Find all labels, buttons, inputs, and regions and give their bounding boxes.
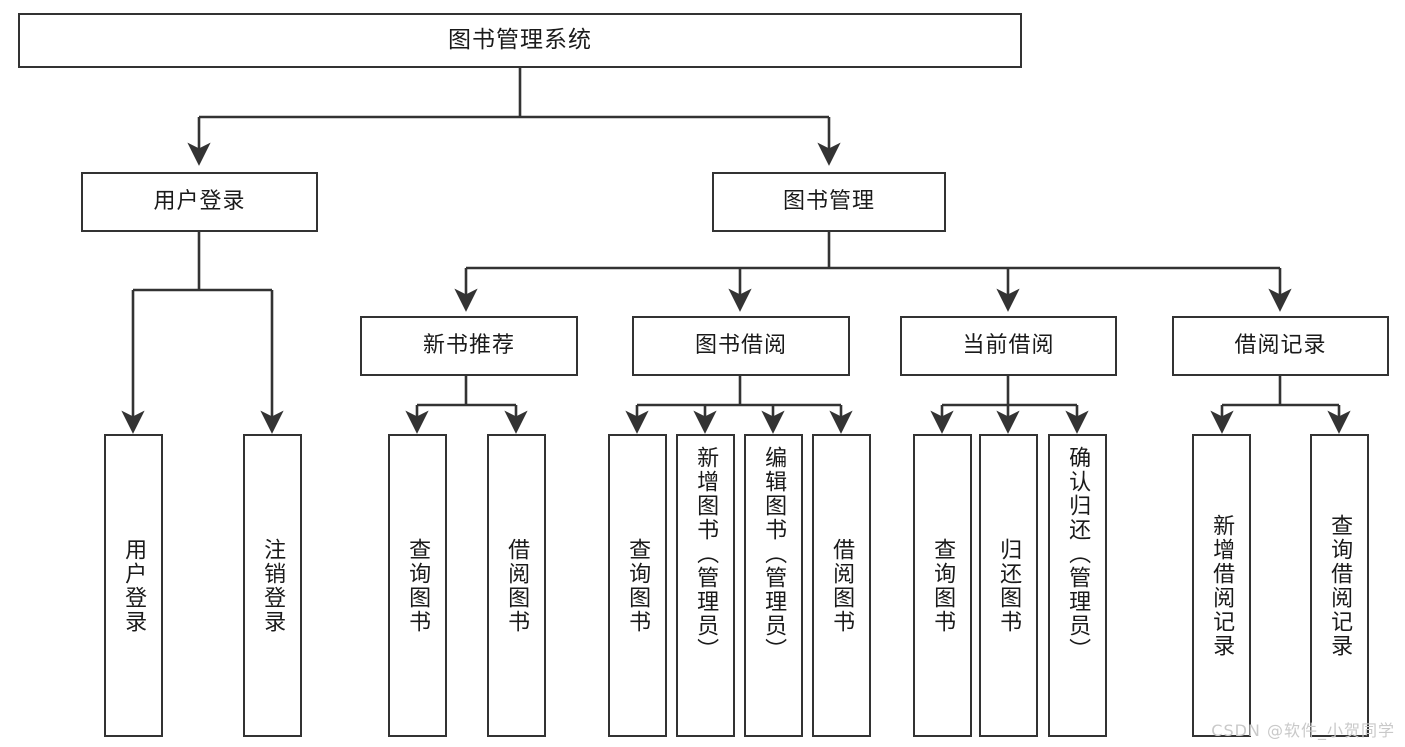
node-label: 新增图书（管理员）	[693, 446, 719, 662]
node-label: 查询图书	[930, 537, 956, 634]
node-new-book-recommend[interactable]: 新书推荐	[360, 316, 578, 376]
node-leaf-borrow-book-2[interactable]: 借阅图书	[812, 434, 871, 737]
node-book-borrow[interactable]: 图书借阅	[632, 316, 850, 376]
node-leaf-confirm-return[interactable]: 确认归还（管理员）	[1048, 434, 1107, 737]
node-leaf-borrow-book-1[interactable]: 借阅图书	[487, 434, 546, 737]
node-user-login[interactable]: 用户登录	[81, 172, 318, 232]
node-label: 查询借阅记录	[1327, 513, 1353, 658]
node-leaf-return-book[interactable]: 归还图书	[979, 434, 1038, 737]
node-label: 用户登录	[153, 188, 246, 214]
node-label: 查询图书	[405, 537, 431, 634]
node-root-system[interactable]: 图书管理系统	[18, 13, 1022, 68]
node-label: 新增借阅记录	[1209, 513, 1235, 658]
watermark-text: CSDN @软件_小贺同学	[1211, 721, 1395, 740]
node-leaf-add-book[interactable]: 新增图书（管理员）	[676, 434, 735, 737]
node-leaf-query-book-1[interactable]: 查询图书	[388, 434, 447, 737]
node-label: 注销登录	[260, 537, 286, 634]
node-label: 图书管理系统	[448, 26, 592, 53]
node-label: 用户登录	[121, 537, 147, 634]
node-leaf-query-record[interactable]: 查询借阅记录	[1310, 434, 1369, 737]
node-label: 归还图书	[996, 537, 1022, 634]
node-book-manage[interactable]: 图书管理	[712, 172, 946, 232]
node-label: 确认归还（管理员）	[1065, 446, 1091, 662]
node-borrow-record[interactable]: 借阅记录	[1172, 316, 1389, 376]
node-label: 编辑图书（管理员）	[761, 446, 787, 662]
node-leaf-edit-book[interactable]: 编辑图书（管理员）	[744, 434, 803, 737]
node-label: 图书管理	[782, 188, 875, 214]
node-label: 查询图书	[625, 537, 651, 634]
node-leaf-query-book-2[interactable]: 查询图书	[608, 434, 667, 737]
node-label: 图书借阅	[694, 332, 787, 358]
node-leaf-logout-login[interactable]: 注销登录	[243, 434, 302, 737]
node-leaf-user-login[interactable]: 用户登录	[104, 434, 163, 737]
node-label: 新书推荐	[422, 332, 515, 358]
node-leaf-add-record[interactable]: 新增借阅记录	[1192, 434, 1251, 737]
node-label: 借阅图书	[829, 537, 855, 634]
node-current-borrow[interactable]: 当前借阅	[900, 316, 1117, 376]
node-label: 借阅记录	[1234, 332, 1327, 358]
node-label: 当前借阅	[962, 332, 1055, 358]
node-leaf-query-book-3[interactable]: 查询图书	[913, 434, 972, 737]
node-label: 借阅图书	[504, 537, 530, 634]
